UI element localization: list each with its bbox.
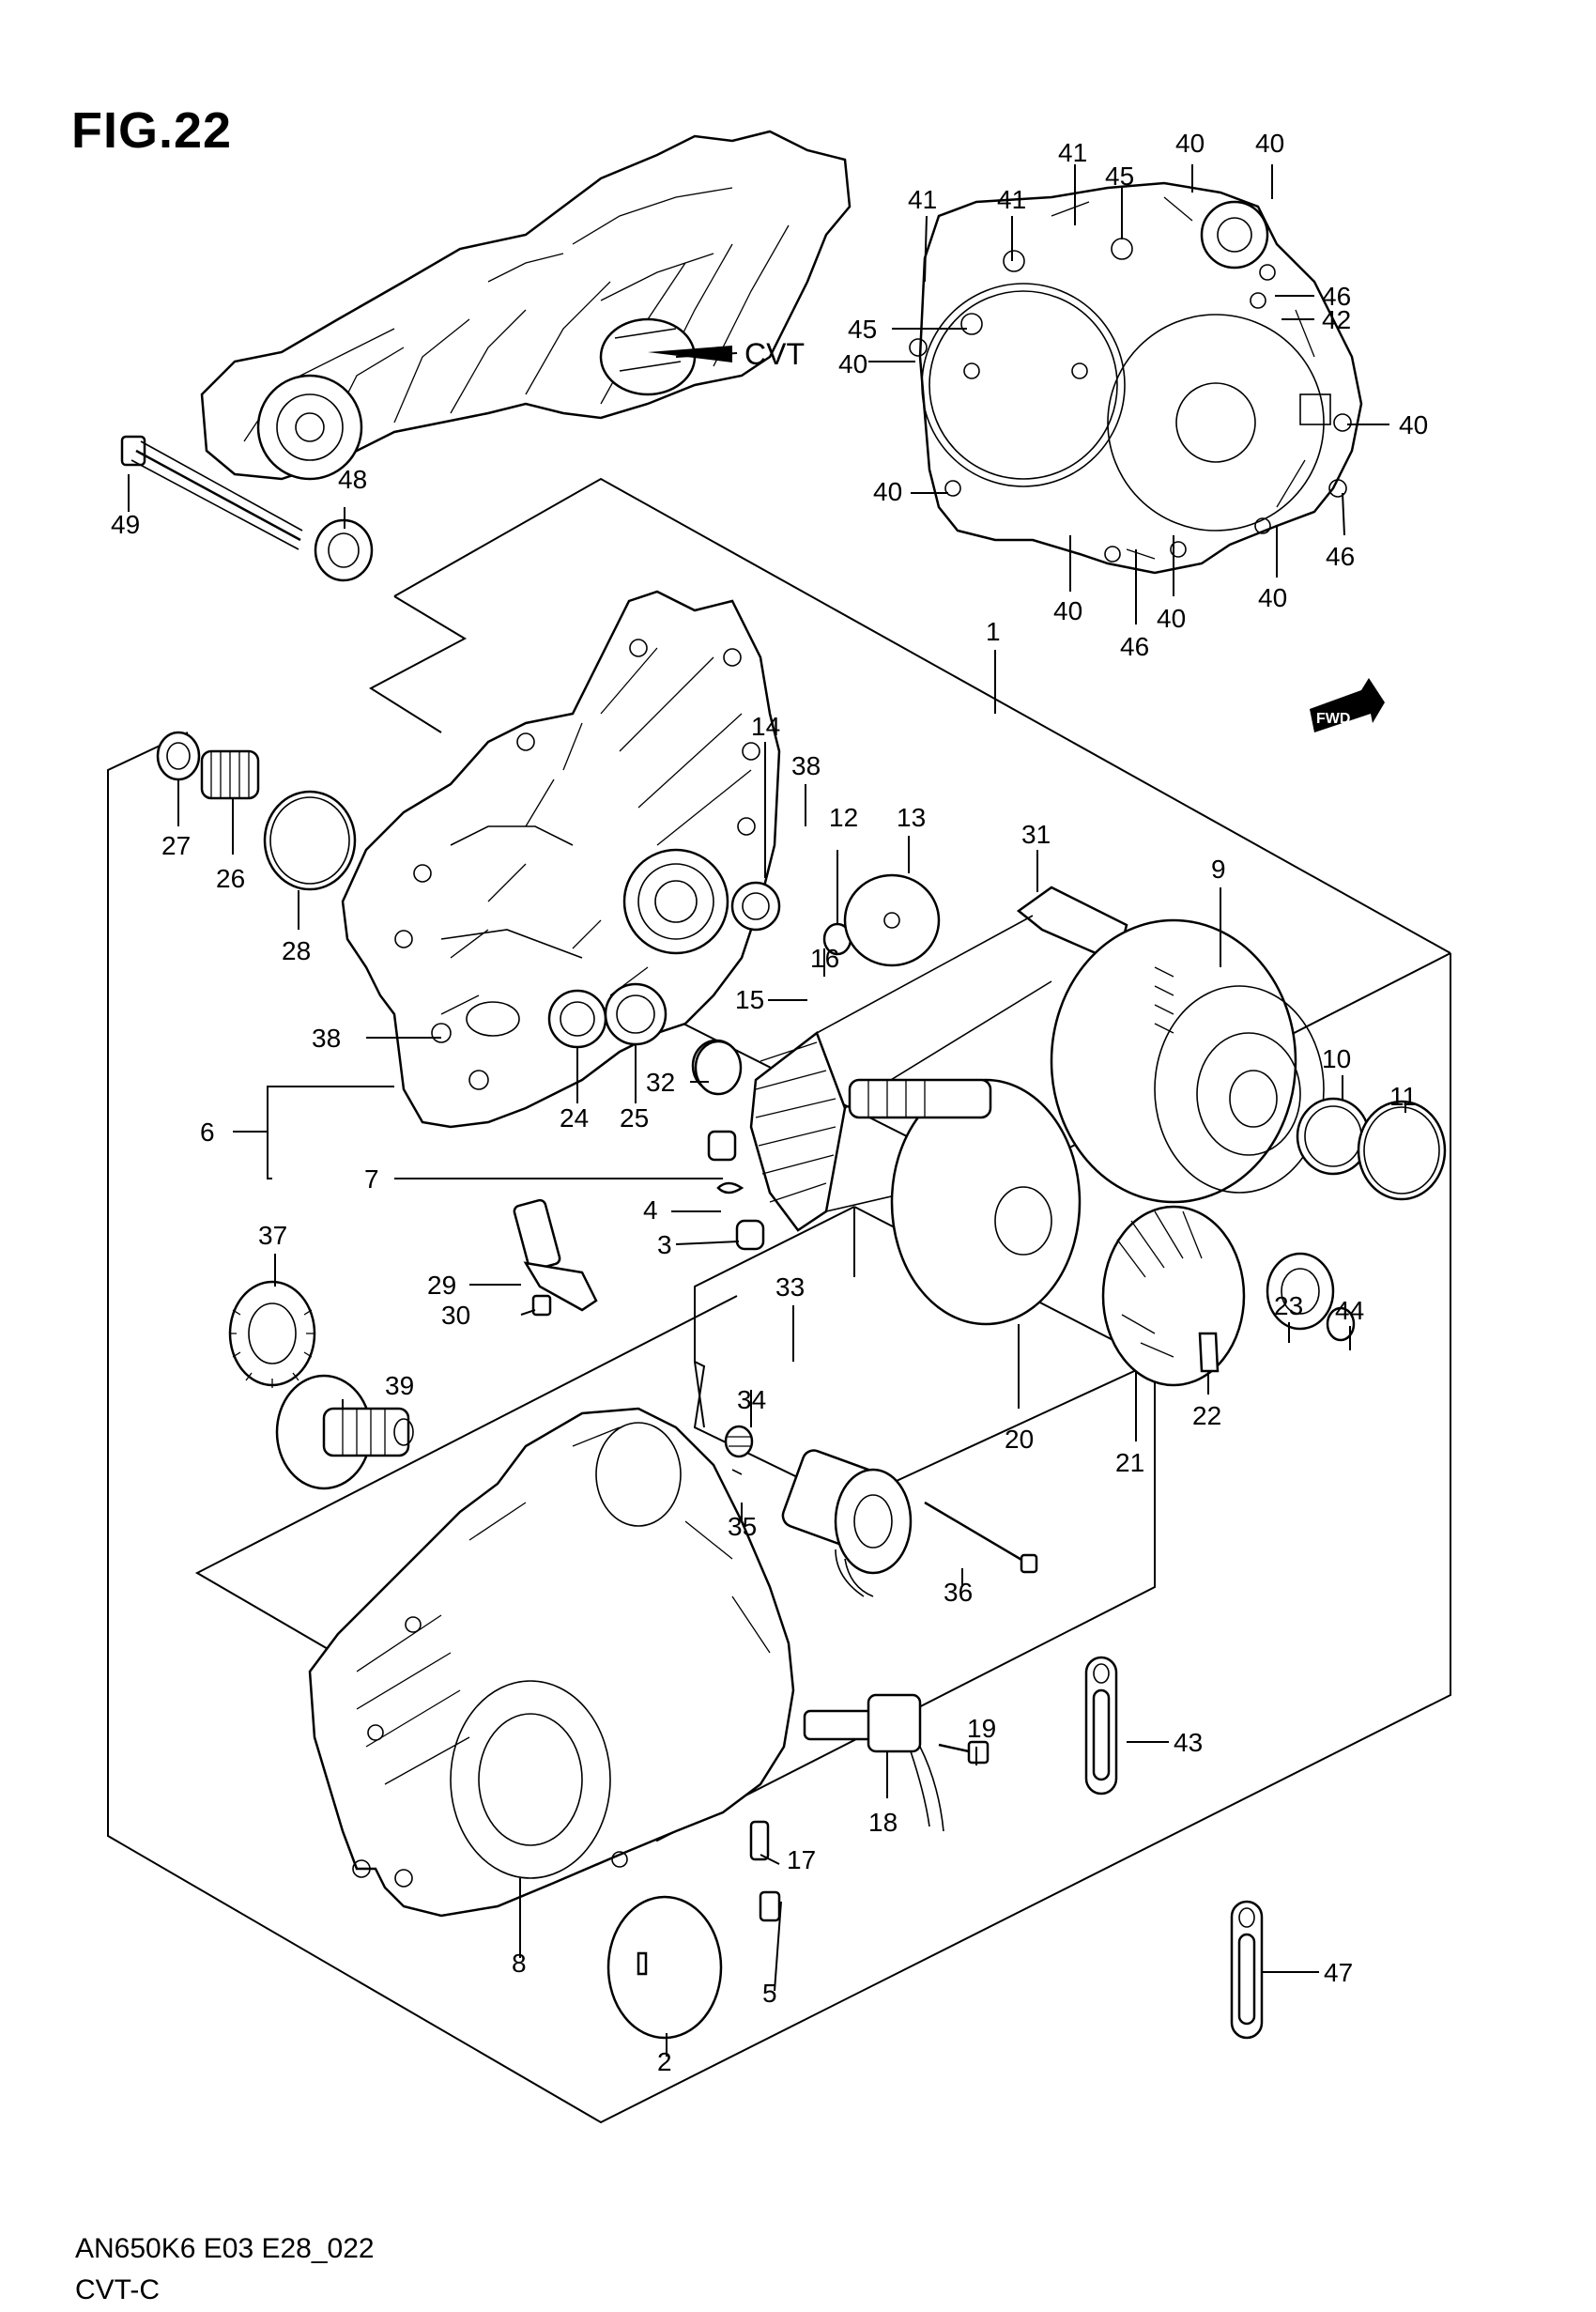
callout-37: 37: [258, 1221, 287, 1250]
engine-overview-sketch: CVT: [200, 130, 852, 481]
callout-33: 33: [775, 1272, 805, 1302]
gear-position-switch: [803, 1693, 990, 1832]
callout-40-d: 40: [1399, 410, 1428, 439]
callout-18: 18: [868, 1808, 898, 1837]
callout-30: 30: [441, 1301, 470, 1330]
callout-41-b: 41: [997, 185, 1026, 214]
callout-47: 47: [1324, 1958, 1353, 1987]
callout-40-e: 40: [873, 477, 902, 506]
callout-1: 1: [986, 617, 1001, 646]
callout-43: 43: [1174, 1728, 1203, 1757]
callout-41-a: 41: [908, 185, 937, 214]
callout-24: 24: [560, 1103, 589, 1133]
callout-labels: 1 2 3 4 5 6 7 8 9 10 11 12 13 14 15 16 1…: [111, 129, 1428, 2076]
callout-39: 39: [385, 1371, 414, 1400]
callout-40-f: 40: [1053, 596, 1082, 625]
callout-34: 34: [737, 1385, 766, 1414]
callout-14: 14: [751, 712, 780, 741]
callout-17: 17: [787, 1845, 816, 1874]
callout-16: 16: [810, 944, 839, 973]
callout-46-c: 46: [1326, 542, 1355, 571]
callout-22: 22: [1192, 1401, 1221, 1430]
callout-11: 11: [1389, 1082, 1417, 1111]
callout-36: 36: [944, 1578, 973, 1607]
section-code: CVT-C: [75, 2274, 160, 2305]
reduction-gears: [228, 1280, 414, 1490]
callout-40-a: 40: [1175, 129, 1205, 158]
callout-45-b: 45: [848, 315, 877, 344]
callout-38: 38: [791, 751, 821, 780]
callout-31: 31: [1021, 820, 1051, 849]
callout-21: 21: [1115, 1448, 1144, 1477]
callout-29: 29: [427, 1271, 456, 1300]
left-small-parts: [120, 435, 374, 891]
callout-5: 5: [762, 1979, 777, 2008]
callout-26: 26: [216, 864, 245, 893]
callout-40-b: 40: [1255, 129, 1284, 158]
callout-46-a: 46: [1322, 282, 1351, 311]
callout-44: 44: [1335, 1296, 1364, 1325]
model-code: AN650K6 E03 E28_022: [75, 2233, 375, 2264]
callout-13: 13: [897, 803, 926, 832]
figure-title: FIG.22: [71, 102, 233, 159]
callout-35: 35: [728, 1512, 757, 1541]
callout-19: 19: [967, 1714, 996, 1743]
cvt-pointer-label: CVT: [744, 337, 805, 371]
callout-23: 23: [1274, 1291, 1303, 1320]
drive-belt-and-pulleys: [749, 886, 1447, 1387]
callout-3: 3: [657, 1230, 672, 1259]
callout-45-a: 45: [1105, 162, 1134, 191]
leader-lines: [128, 164, 1406, 2057]
callout-40-c: 40: [838, 349, 867, 378]
seal-and-small-fittings: [694, 1040, 765, 1251]
callout-6: 6: [200, 1117, 215, 1147]
callout-2: 2: [657, 2047, 672, 2076]
callout-9: 9: [1211, 855, 1226, 884]
callout-12: 12: [829, 803, 858, 832]
callout-27: 27: [161, 831, 191, 860]
callout-38b: 38: [312, 1024, 341, 1053]
fwd-badge-label: FWD: [1316, 711, 1350, 727]
callout-40-g: 40: [1157, 604, 1186, 633]
brackets: [1084, 1656, 1264, 2040]
callout-41-c: 41: [1058, 138, 1087, 167]
fwd-direction-badge: FWD: [1310, 678, 1385, 732]
callout-7: 7: [364, 1164, 379, 1194]
callout-42: 42: [1322, 305, 1351, 334]
callout-15: 15: [735, 985, 764, 1014]
callout-8: 8: [512, 1949, 527, 1978]
callout-10: 10: [1322, 1044, 1351, 1073]
starter-motor: [724, 1425, 1038, 1597]
callout-46-b: 46: [1120, 632, 1149, 661]
callout-4: 4: [643, 1195, 658, 1225]
callout-32: 32: [646, 1068, 675, 1097]
callout-49: 49: [111, 510, 140, 539]
speed-sensor: [513, 1198, 598, 1317]
callout-48: 48: [338, 465, 367, 494]
cvt-outer-cover-view: [909, 181, 1363, 575]
callout-28: 28: [282, 936, 311, 965]
cvt-cover-outer: [308, 1407, 795, 2040]
callout-40-h: 40: [1258, 583, 1287, 612]
crankcase-cover-inner: [341, 590, 781, 1129]
callout-20: 20: [1005, 1425, 1034, 1454]
callout-25: 25: [620, 1103, 649, 1133]
